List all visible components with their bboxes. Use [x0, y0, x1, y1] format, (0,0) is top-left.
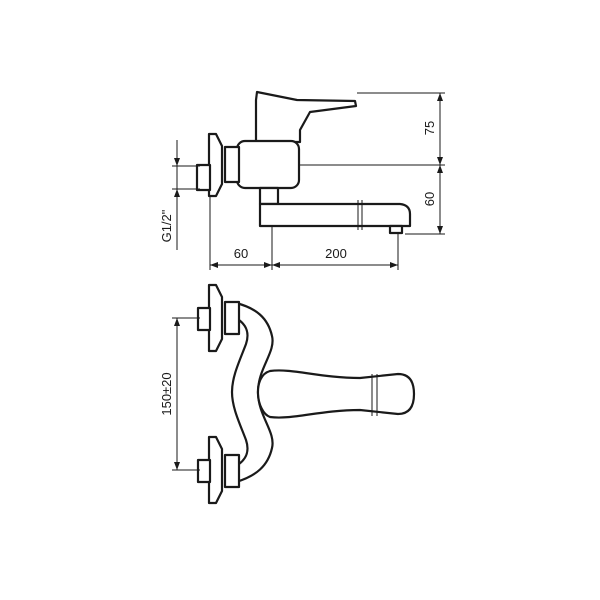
- top-inlet-upper: [196, 306, 212, 332]
- side-connector-nut: [223, 145, 241, 184]
- top-lever-handle: [256, 369, 416, 419]
- top-flange-lower: [207, 435, 224, 505]
- side-spout-base: [258, 186, 280, 206]
- side-spout: [258, 202, 412, 228]
- dim-label-offset: 60: [234, 246, 248, 261]
- top-view: 150±20: [159, 283, 416, 505]
- side-aerator: [388, 224, 404, 235]
- top-inlet-lower: [196, 458, 212, 484]
- top-nut-upper: [223, 300, 241, 336]
- side-lever-handle: [254, 90, 358, 144]
- side-wall-flange: [207, 132, 224, 198]
- dim-label-height-top: 75: [422, 121, 437, 135]
- top-nut-lower: [223, 453, 241, 489]
- dim-label-thread: G1/2": [159, 209, 174, 242]
- dim-label-center-distance: 150±20: [159, 372, 174, 415]
- side-inlet-stub: [195, 163, 212, 192]
- dim-label-spout-reach: 200: [325, 246, 347, 261]
- side-mixer-body: [235, 139, 301, 190]
- side-view: 75 60 G1/2" 60 200: [159, 90, 445, 270]
- top-flange-upper: [207, 283, 224, 353]
- dim-label-height-bottom: 60: [422, 192, 437, 206]
